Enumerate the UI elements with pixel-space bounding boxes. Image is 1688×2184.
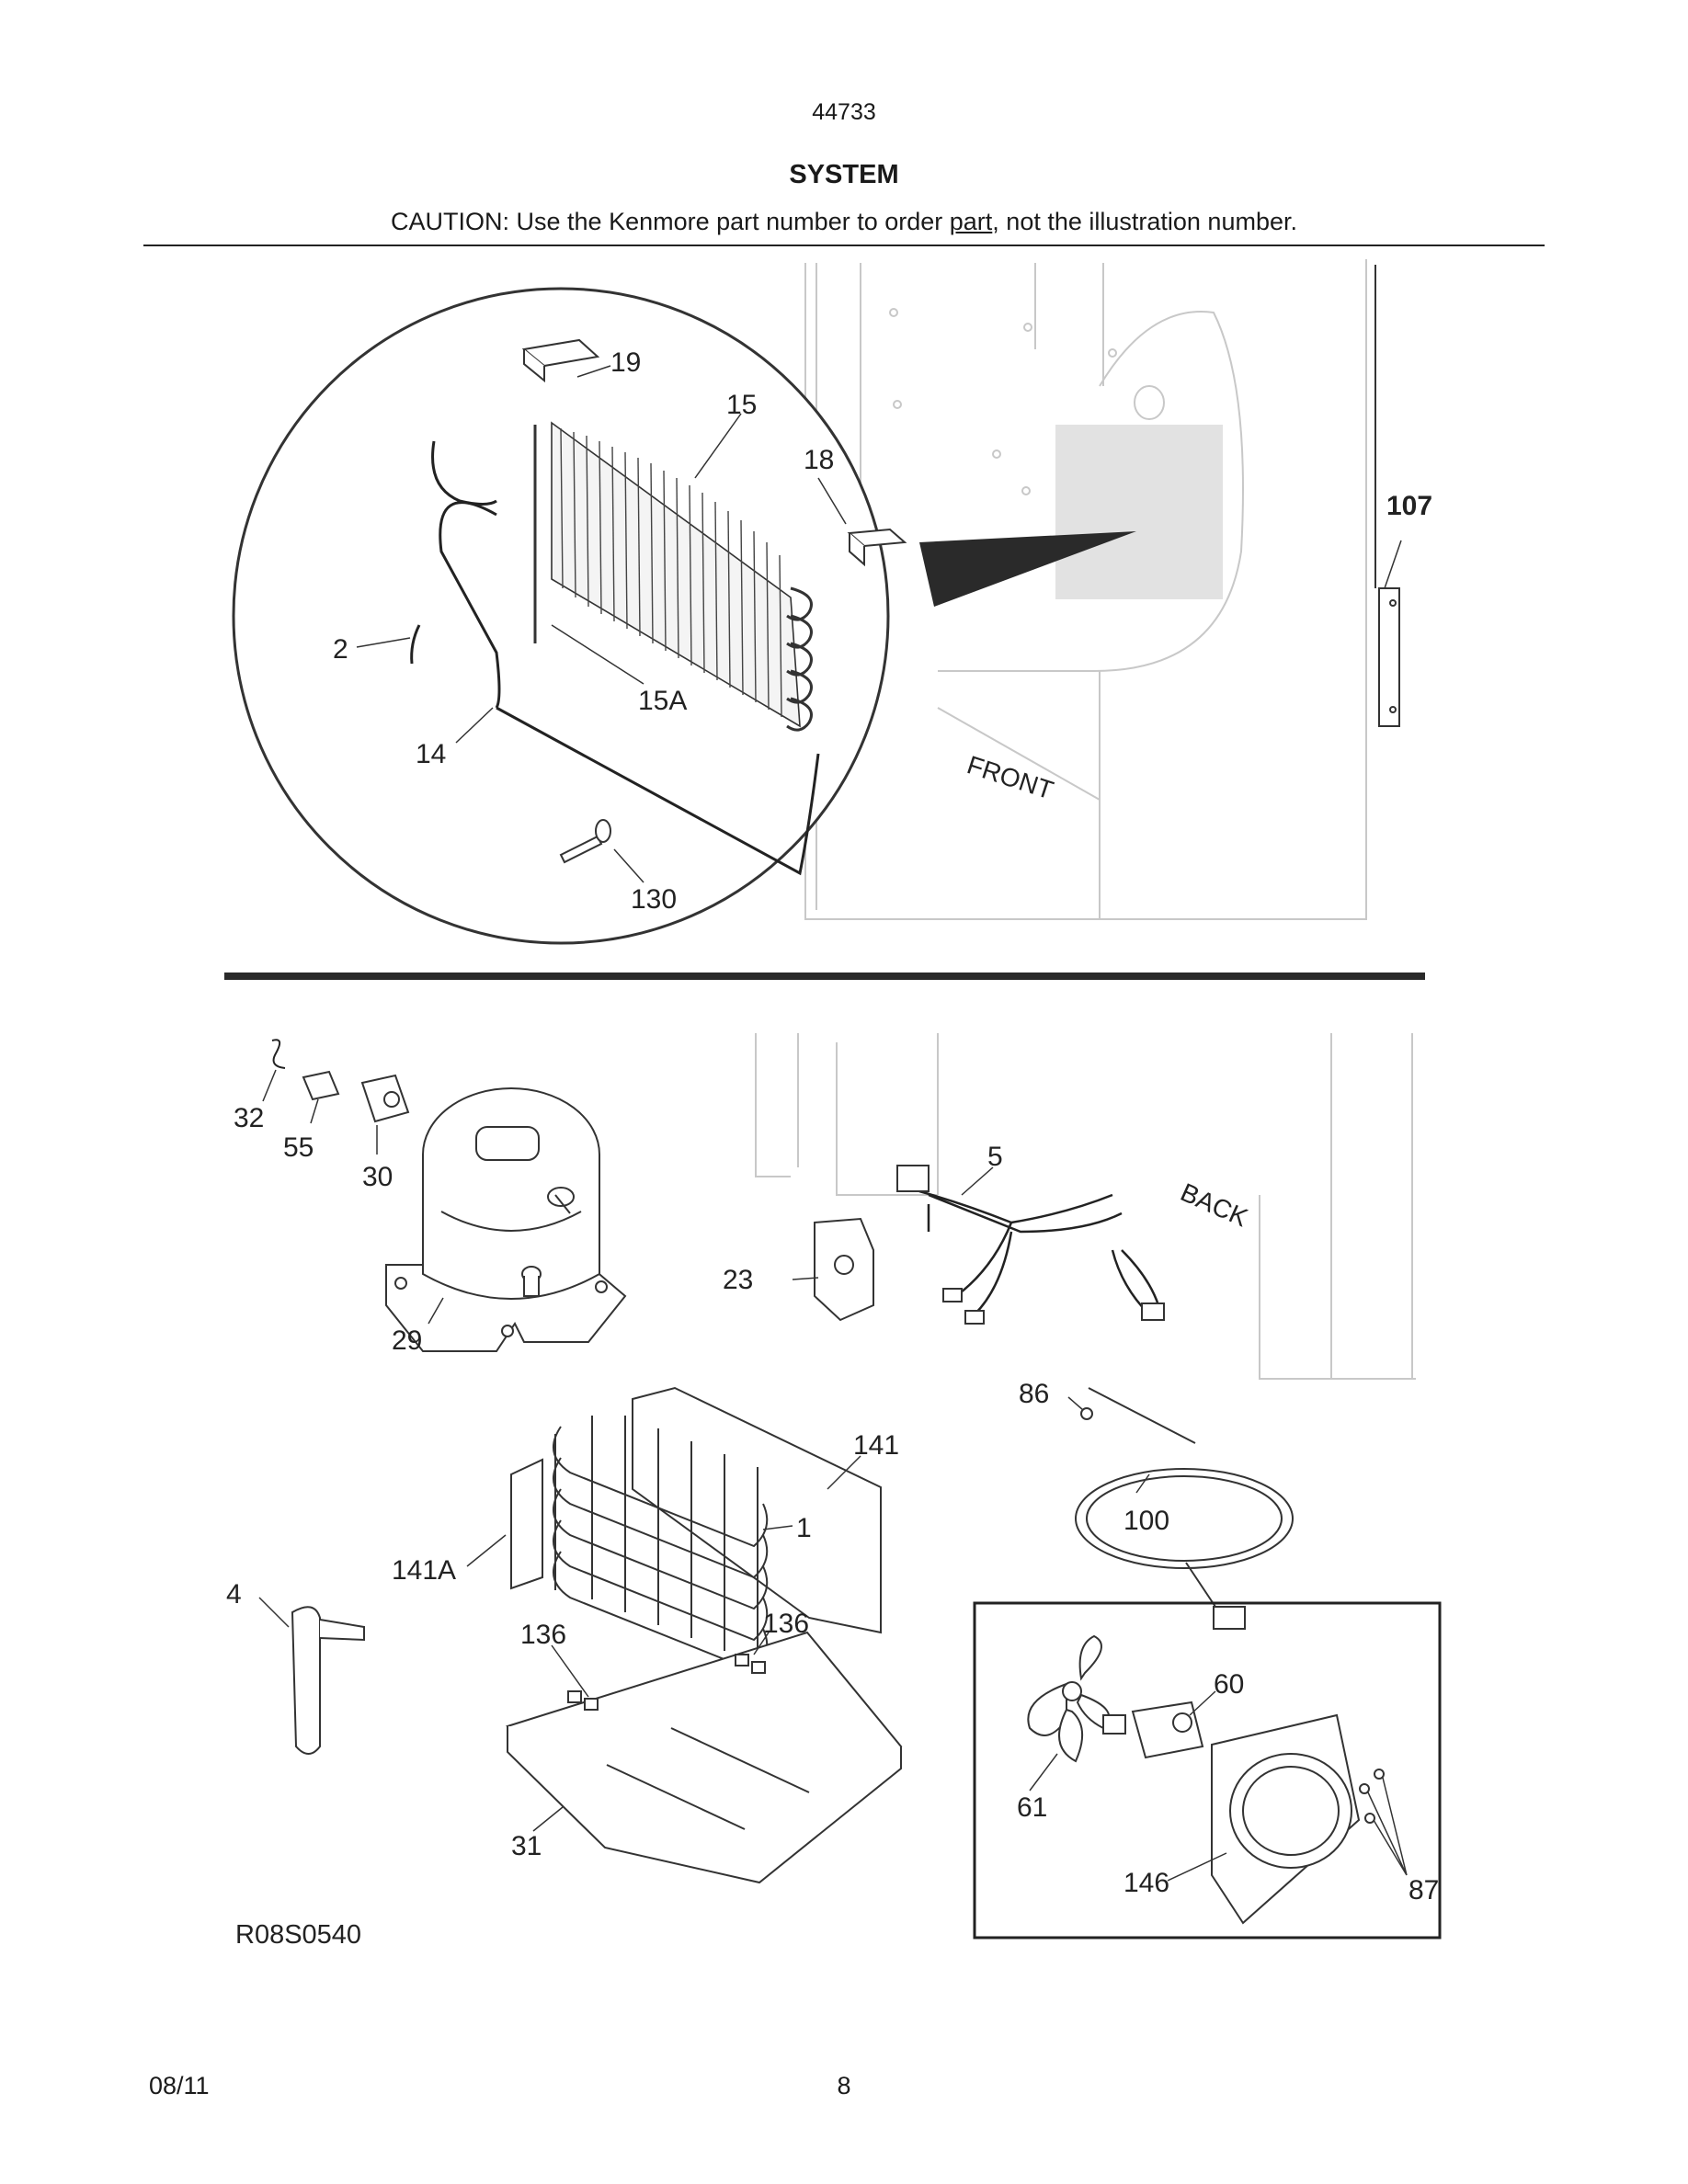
leader-lines-bottom <box>258 1069 1408 1882</box>
callout-141: 141 <box>853 1430 899 1461</box>
page-title: SYSTEM <box>789 160 899 189</box>
fan-bracket-146 <box>1211 1713 1361 1925</box>
callout-15: 15 <box>726 390 757 420</box>
part-18-shield <box>847 528 907 567</box>
rear-bracket-107 <box>1374 265 1400 727</box>
callout-87: 87 <box>1409 1875 1439 1905</box>
wire-32 <box>271 1039 286 1069</box>
callout-30: 30 <box>362 1162 393 1192</box>
leader-lines-top <box>356 365 1402 883</box>
screws-87 <box>1359 1769 1385 1824</box>
callout-61: 61 <box>1017 1792 1047 1823</box>
header-rule <box>143 245 1545 246</box>
callout-4: 4 <box>226 1579 242 1610</box>
callout-107: 107 <box>1386 491 1432 521</box>
caution-prefix: CAUTION: Use the Kenmore part number to … <box>391 208 950 235</box>
callout-141A: 141A <box>392 1555 456 1586</box>
harness-connectors <box>896 1165 1165 1325</box>
callout-100: 100 <box>1123 1506 1169 1536</box>
callout-wedge <box>919 531 1136 607</box>
callout-136-left: 136 <box>520 1620 566 1650</box>
callout-23: 23 <box>723 1265 753 1295</box>
footer-date: 08/11 <box>149 2072 210 2099</box>
cabinet-outline-bottom <box>755 1033 1416 1380</box>
diagram-code: R08S0540 <box>235 1920 361 1950</box>
caution-note: CAUTION: Use the Kenmore part number to … <box>0 208 1688 236</box>
defrost-heater-wire <box>431 440 820 876</box>
callout-2: 2 <box>333 634 348 665</box>
power-cord-100 <box>1075 1387 1294 1630</box>
callout-55: 55 <box>283 1132 314 1163</box>
fan-inset-frame <box>973 1601 1442 1939</box>
part-130-pin <box>559 819 611 864</box>
callout-15A: 15A <box>638 686 687 716</box>
defrost-timer-23 <box>814 1217 874 1322</box>
callout-31: 31 <box>511 1831 542 1861</box>
condenser-coil-1 <box>553 1416 769 1673</box>
back-label: BACK <box>1177 1177 1253 1232</box>
relay-55 <box>302 1070 340 1101</box>
detail-magnifier <box>232 287 890 945</box>
callout-146: 146 <box>1123 1868 1169 1898</box>
compressor-29 <box>385 1087 627 1352</box>
callout-32: 32 <box>234 1103 264 1133</box>
callout-18: 18 <box>804 445 834 475</box>
part-2-clip <box>410 624 421 665</box>
caution-suffix: , not the illustration number. <box>992 208 1297 235</box>
callout-86: 86 <box>1019 1379 1049 1409</box>
caution-part-word: part <box>949 208 993 235</box>
callout-60: 60 <box>1214 1669 1244 1700</box>
model-number: 44733 <box>812 99 876 125</box>
callout-19: 19 <box>610 347 641 378</box>
shroud-141A <box>510 1458 543 1590</box>
evaporator-coil <box>533 421 813 732</box>
grommets-136 <box>567 1654 766 1711</box>
fan-motor-60 <box>1102 1701 1204 1759</box>
footer-page-number: 8 <box>837 2072 851 2099</box>
callout-29: 29 <box>392 1325 422 1356</box>
callout-14: 14 <box>416 739 446 769</box>
base-pan-31 <box>506 1631 903 1884</box>
fan-blade-61 <box>1027 1634 1111 1763</box>
overload-30 <box>360 1074 410 1123</box>
drier-4 <box>291 1606 365 1755</box>
freezer-opening-shade <box>1055 425 1223 599</box>
callout-136-right: 136 <box>763 1609 809 1639</box>
front-label: FRONT <box>964 750 1056 804</box>
callout-5: 5 <box>987 1142 1003 1172</box>
callout-130: 130 <box>631 884 677 915</box>
screw-86 <box>1080 1407 1093 1420</box>
part-19-shield <box>521 338 600 383</box>
callout-1: 1 <box>796 1513 812 1543</box>
section-divider <box>224 973 1425 980</box>
